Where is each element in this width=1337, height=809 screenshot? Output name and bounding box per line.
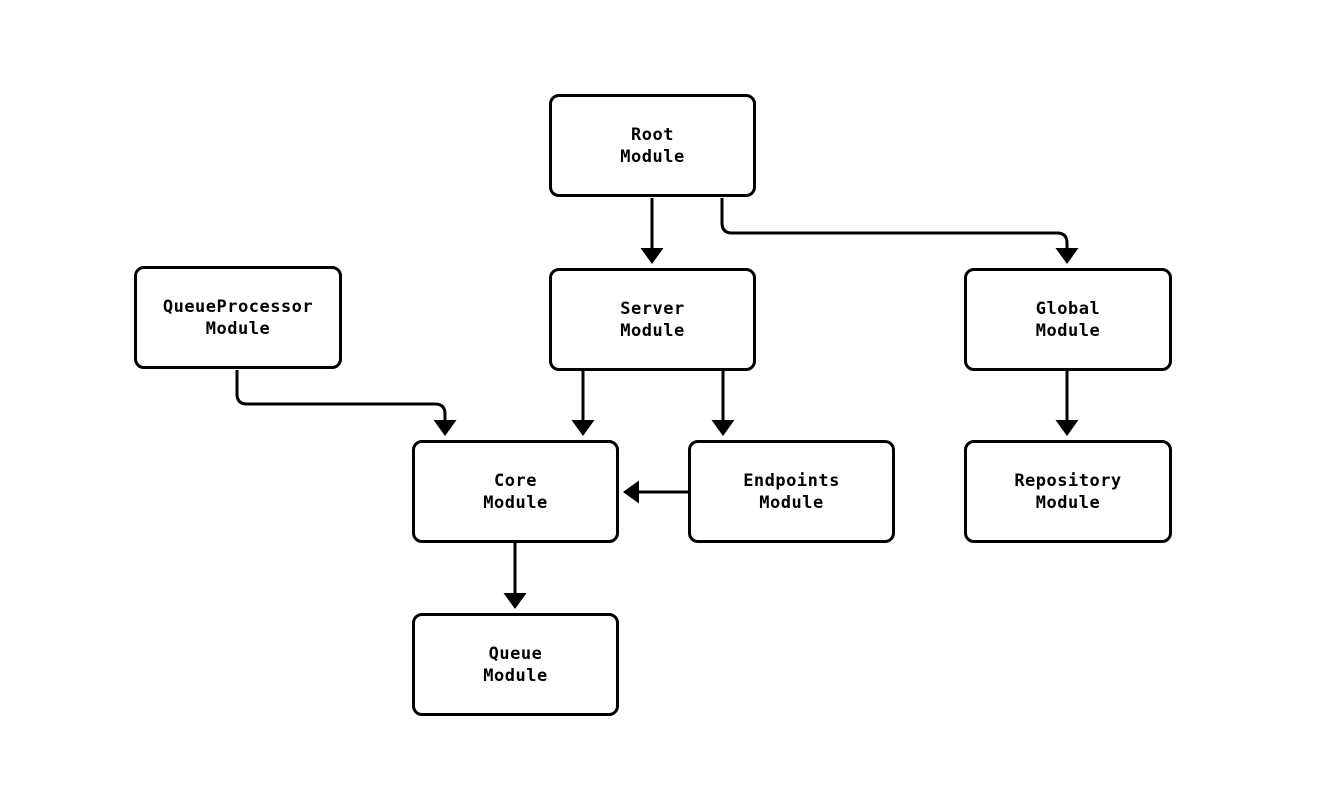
- node-label-line: QueueProcessor: [162, 296, 314, 317]
- node-global-module: Global Module: [964, 268, 1172, 371]
- edge-queueprocessor-to-core: [235, 370, 457, 436]
- node-label-line: Global: [1035, 298, 1101, 319]
- node-label-line: Module: [620, 146, 685, 167]
- node-label-line: Server: [620, 298, 685, 319]
- node-label-line: Module: [1035, 320, 1101, 341]
- node-label-line: Repository: [1014, 470, 1122, 491]
- node-label-line: Module: [1035, 492, 1101, 513]
- node-root-module: Root Module: [549, 94, 756, 197]
- node-core-module: Core Module: [412, 440, 619, 543]
- node-label-line: Module: [759, 492, 824, 513]
- node-label-line: Endpoints: [743, 470, 840, 491]
- node-queue-module: Queue Module: [412, 613, 619, 716]
- node-endpoints-module: Endpoints Module: [688, 440, 895, 543]
- node-label-line: Module: [483, 492, 548, 513]
- node-label-line: Module: [483, 665, 548, 686]
- node-label-line: Module: [205, 318, 271, 339]
- node-label-line: Core: [494, 470, 537, 491]
- node-server-module: Server Module: [549, 268, 756, 371]
- node-repository-module: Repository Module: [964, 440, 1172, 543]
- node-queueprocessor-module: QueueProcessor Module: [134, 266, 342, 369]
- node-label-line: Root: [631, 124, 674, 145]
- node-label-line: Module: [620, 320, 685, 341]
- edge-root-to-global: [720, 198, 1079, 264]
- node-label-line: Queue: [488, 643, 543, 664]
